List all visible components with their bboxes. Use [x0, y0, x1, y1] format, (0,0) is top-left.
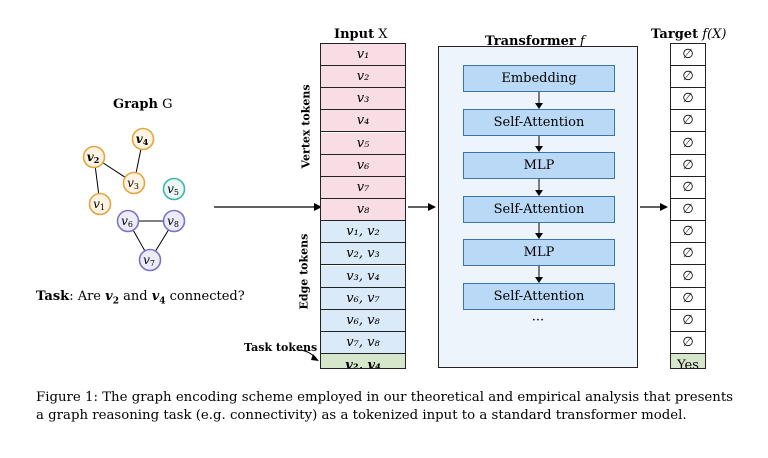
target-empty-cell-8: ∅	[671, 199, 705, 222]
vertex-tokens-label: Vertex tokens	[299, 84, 313, 169]
graph-to-input-arrow	[214, 203, 322, 211]
target-empty-cell-5: ∅	[671, 133, 705, 155]
vertex-token-5: v₅	[321, 132, 405, 155]
caption-label: Figure 1:	[36, 390, 98, 405]
figure-caption: Figure 1: The graph encoding scheme empl…	[36, 389, 736, 424]
transformer-block-1: Embedding	[463, 65, 615, 92]
vertex-token-1: v₁	[321, 44, 405, 66]
vertex-token-6: v₆	[321, 154, 405, 177]
vertex-token-8: v₈	[321, 199, 405, 222]
transformer-block-5: MLP	[463, 239, 615, 266]
edge-token-5: v₆, v₈	[321, 309, 405, 332]
graph-node-v7	[138, 248, 162, 272]
edge-token-6: v₇, v₈	[321, 331, 405, 354]
transformer-flow-arrow-5	[535, 266, 543, 283]
transformer-block-2: Self-Attention	[463, 109, 615, 136]
transformer-title: Transformer f	[485, 34, 585, 49]
graph-node-label-v5: v5	[167, 182, 179, 197]
task-tokens-arrow	[298, 349, 319, 361]
graph-node-label-v1: v1	[93, 197, 105, 212]
transformer-block-4: Self-Attention	[463, 196, 615, 223]
transformer-ellipsis: ···	[531, 313, 545, 328]
target-empty-cell-10: ∅	[671, 243, 705, 266]
task-statement: Task: Are v2 and v4 connected?	[36, 289, 245, 307]
target-title: Target f(X)	[651, 27, 727, 42]
caption-text: The graph encoding scheme employed in ou…	[36, 390, 734, 423]
vertex-token-3: v₃	[321, 88, 405, 111]
target-empty-cell-13: ∅	[671, 310, 705, 332]
task-token: v₂, v₄	[321, 354, 405, 368]
graph-node-v2	[82, 145, 106, 169]
graph-node-v8	[162, 209, 186, 233]
graph-node-v6	[116, 209, 140, 233]
transformer-flow-arrow-3	[535, 179, 543, 196]
transformer-flow-arrow-2	[535, 136, 543, 152]
target-empty-cell-4: ∅	[671, 110, 705, 133]
graph-node-v4	[131, 127, 155, 151]
target-empty-cell-7: ∅	[671, 177, 705, 199]
graph-node-v3	[122, 171, 146, 195]
transformer-to-target-arrow	[640, 203, 668, 211]
edge-token-1: v₁, v₂	[321, 221, 405, 244]
graph-node-label-v8: v8	[167, 214, 179, 229]
input-title: Input X	[334, 27, 388, 42]
graph-node-label-v7: v7	[143, 253, 155, 268]
target-empty-cell-9: ∅	[671, 221, 705, 244]
edge-token-4: v₆, v₇	[321, 287, 405, 310]
target-empty-cell-14: ∅	[671, 332, 705, 354]
graph-title: Graph G	[113, 97, 173, 112]
transformer-flow-arrow-4	[535, 223, 543, 239]
target-empty-cell-1: ∅	[671, 44, 705, 66]
transformer-block-6: Self-Attention	[463, 283, 615, 310]
graph-node-label-v3: v3	[127, 176, 139, 191]
target-answer-cell: Yes	[671, 354, 705, 368]
vertex-token-2: v₂	[321, 66, 405, 89]
edge-tokens-label: Edge tokens	[297, 233, 311, 310]
target-empty-cell-2: ∅	[671, 66, 705, 89]
target-empty-cell-11: ∅	[671, 266, 705, 288]
vertex-token-4: v₄	[321, 110, 405, 133]
transformer-flow-arrow-1	[535, 92, 543, 109]
graph-node-v5	[162, 177, 186, 201]
target-empty-cell-12: ∅	[671, 288, 705, 310]
target-column: ∅∅∅∅∅∅∅∅∅∅∅∅∅∅Yes	[670, 43, 706, 369]
target-empty-cell-6: ∅	[671, 155, 705, 177]
input-to-transformer-arrow	[408, 203, 436, 211]
graph-node-label-v6: v6	[121, 214, 133, 229]
edge-token-3: v₃, v₄	[321, 265, 405, 288]
vertex-token-7: v₇	[321, 176, 405, 199]
edge-token-2: v₂, v₃	[321, 243, 405, 266]
transformer-block-3: MLP	[463, 152, 615, 179]
target-empty-cell-3: ∅	[671, 88, 705, 111]
graph-node-v1	[88, 192, 112, 216]
task-tokens-label: Task tokens	[244, 341, 318, 354]
